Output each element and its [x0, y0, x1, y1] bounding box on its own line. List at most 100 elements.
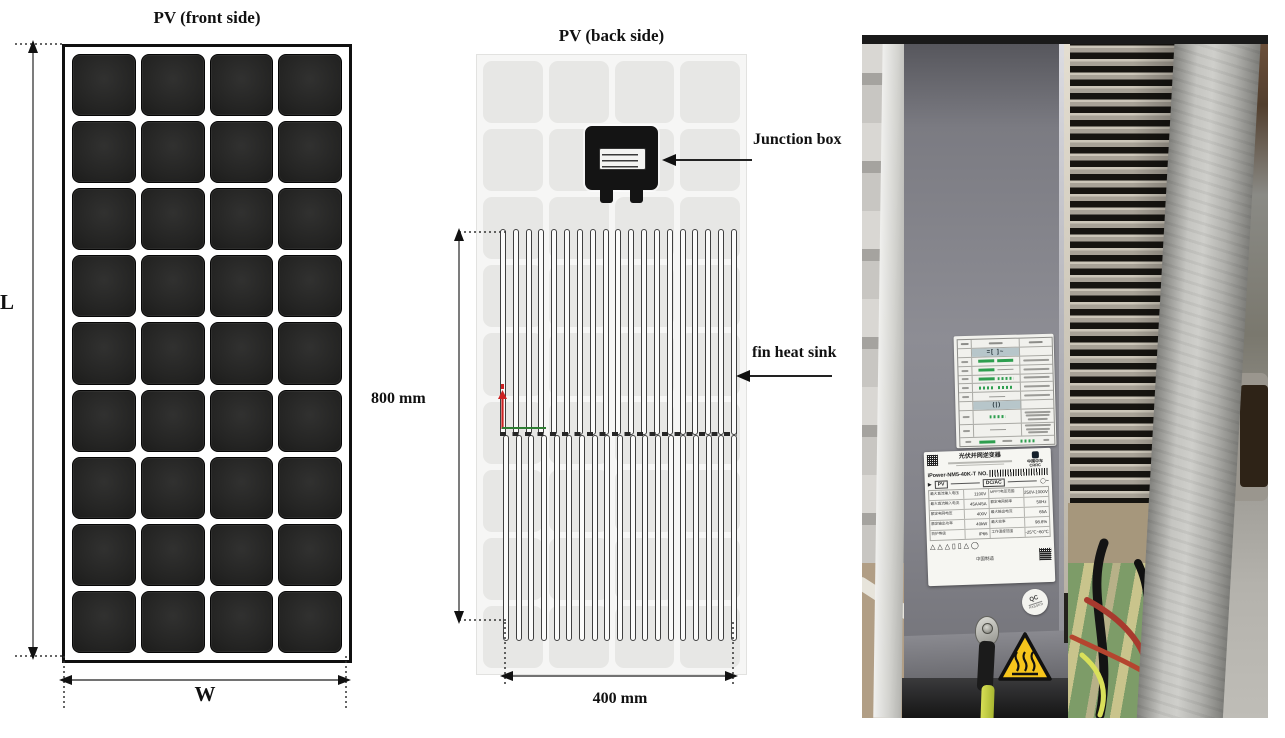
- text-blur-strip: [1024, 410, 1051, 414]
- heatsink-fin: [591, 435, 598, 641]
- led-cell: [1022, 424, 1054, 434]
- spec-label: 额定电网频率: [989, 497, 1025, 508]
- junction-box-arrow: [662, 154, 752, 166]
- led-cell: [973, 391, 1022, 401]
- pv-cell-front: [140, 523, 205, 586]
- text-blur-strip: [988, 341, 1003, 345]
- led-pattern-dots: [1019, 438, 1036, 443]
- pv-cell-front: [72, 590, 136, 653]
- text-blur-strip: [1028, 340, 1043, 344]
- model-number: iPower-NM5-40K-T: [927, 470, 977, 479]
- led-cell: [957, 348, 973, 357]
- heatsink-fin: [680, 435, 687, 641]
- flow-ac: ~: [1045, 477, 1049, 484]
- heatsink-fin: [667, 435, 674, 641]
- spec-label: 工作温度范围: [990, 527, 1026, 538]
- heatsink-fin: [730, 229, 737, 435]
- spec-value: 1100V: [963, 488, 990, 499]
- heatsink-fin: [718, 229, 725, 435]
- pv-cell-front: [209, 255, 274, 318]
- nameplate-titlewrap: 光伏并网逆变器: [940, 452, 1020, 468]
- text-blur-strip: [1025, 427, 1051, 431]
- length-label: L: [0, 290, 15, 314]
- heatsink-fin: [512, 229, 519, 435]
- led-cell: [1020, 358, 1052, 362]
- led-cell: [1020, 351, 1052, 352]
- text-blur-strip: [963, 429, 971, 433]
- heatsink-fin: [566, 435, 573, 641]
- led-cell: [959, 424, 975, 438]
- spec-value: 65A: [1039, 508, 1047, 515]
- serial-barcode: [989, 467, 1049, 477]
- heatsink-fin: [576, 229, 583, 435]
- heatsink-fin: [692, 229, 699, 435]
- heatsink-fin: [564, 229, 571, 435]
- led-cell: [1022, 410, 1054, 421]
- spec-value: 40kW: [965, 518, 991, 529]
- pv-cell-front: [72, 188, 136, 251]
- width-label: W: [194, 682, 216, 706]
- flow-line: [1007, 480, 1038, 483]
- pv-cell-front: [140, 590, 205, 653]
- pv-cell-front: [72, 54, 136, 117]
- spec-value: 250V-1000V: [1024, 488, 1048, 495]
- pv-cell-front: [209, 54, 274, 117]
- pv-cell-front: [140, 456, 205, 519]
- flow-pv: PV: [934, 479, 948, 489]
- led-pattern-dots: [978, 386, 995, 390]
- led-pattern-solid: [978, 377, 995, 381]
- pv-cell-front: [278, 456, 342, 519]
- front-title: PV (front side): [153, 8, 261, 27]
- page-margin: [862, 718, 1285, 738]
- led-pattern-line: [989, 429, 1006, 431]
- led-cell: [973, 423, 1023, 438]
- heatsink-fin: [666, 229, 673, 435]
- pv-arrow-icon: ▶: [927, 481, 932, 488]
- pv-cell-front: [140, 322, 205, 385]
- led-cell: [958, 384, 974, 393]
- hot-surface-warning-icon: [998, 632, 1052, 681]
- pv-cell-back: [614, 61, 675, 124]
- enclosure-right-edge: [1059, 38, 1067, 680]
- led-cell: [972, 365, 1021, 375]
- pv-front-panel: [62, 44, 352, 663]
- pv-cell-front: [72, 456, 136, 519]
- led-legend-sticker: =[ ]~(|): [953, 333, 1057, 449]
- width-400mm-label: 400 mm: [592, 690, 648, 707]
- led-cell: [1021, 394, 1053, 397]
- heatsink-fin: [528, 435, 535, 641]
- fin-seam: [500, 432, 737, 436]
- led-row: [960, 436, 1054, 446]
- led-cell: [959, 410, 974, 424]
- pv-cell-front: [209, 590, 274, 653]
- heatsink-fin: [589, 229, 596, 435]
- text-blur-strip: [961, 378, 969, 381]
- heatsink-fin: [604, 435, 611, 641]
- text-blur-strip: [1028, 431, 1049, 434]
- led-pattern-dots: [989, 414, 1006, 419]
- heatsink-fin: [642, 435, 649, 641]
- text-blur-strip: [962, 416, 970, 419]
- text-blur-strip: [1002, 439, 1013, 443]
- led-pattern-dots: [997, 376, 1014, 381]
- back-title: PV (back side): [558, 26, 665, 45]
- spec-label: 额定电网电压: [929, 509, 966, 521]
- nameplate-subtitle-line: [956, 462, 1005, 467]
- fin-heatsink-diagram: [500, 229, 737, 641]
- junction-box-leg: [630, 187, 643, 203]
- led-cell: [959, 401, 974, 411]
- text-blur-strip: [965, 441, 972, 444]
- dimension-line-400mm: [500, 622, 738, 684]
- heatsink-fin: [615, 229, 622, 435]
- led-pattern-line: [997, 368, 1014, 371]
- text-blur-strip: [1043, 438, 1050, 442]
- spec-label: 最大直流输入电流: [929, 499, 965, 511]
- spec-value: 50Hz: [1036, 499, 1047, 505]
- pv-cell-front: [209, 121, 274, 184]
- pv-cell-front: [140, 121, 205, 184]
- led-pattern-solid: [978, 359, 995, 363]
- led-cell: [972, 374, 1021, 384]
- junction-box-sticker: [599, 148, 646, 170]
- spec-value: 98.8%: [1034, 518, 1048, 525]
